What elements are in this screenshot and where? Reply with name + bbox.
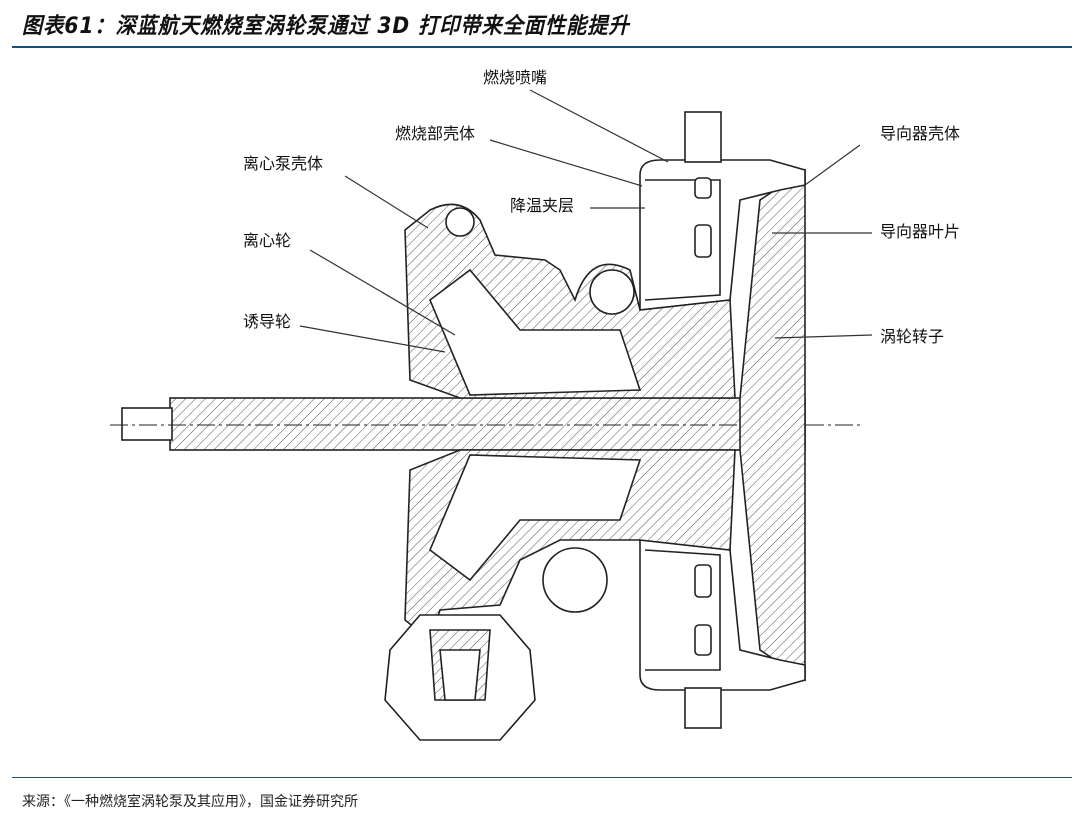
- label-cooling-jacket: 降温夹层: [510, 196, 575, 215]
- label-guide-vane: 导向器叶片: [880, 222, 961, 241]
- label-pump-shell: 离心泵壳体: [243, 154, 324, 173]
- nozzle-upper: [684, 111, 722, 163]
- turbine-rotor: [739, 168, 806, 682]
- label-nozzle: 燃烧喷嘴: [483, 68, 548, 87]
- label-combustor-shell: 燃烧部壳体: [395, 124, 476, 143]
- label-guide-shell: 导向器壳体: [880, 124, 961, 143]
- shaft-end: [121, 407, 173, 441]
- nozzle-lower: [684, 687, 722, 729]
- label-inducer: 诱导轮: [243, 312, 292, 331]
- figure-source: 来源：《一种燃烧室涡轮泵及其应用》，国金证券研究所: [22, 794, 358, 810]
- figure-title: 图表61：深蓝航天燃烧室涡轮泵通过 3D 打印带来全面性能提升: [22, 14, 630, 39]
- label-impeller: 离心轮: [243, 231, 292, 250]
- label-turbine-rotor: 涡轮转子: [880, 327, 945, 346]
- title-divider: [12, 46, 1072, 48]
- source-divider: [12, 777, 1072, 778]
- shaft: [169, 397, 806, 451]
- leader-lines: [299, 89, 873, 353]
